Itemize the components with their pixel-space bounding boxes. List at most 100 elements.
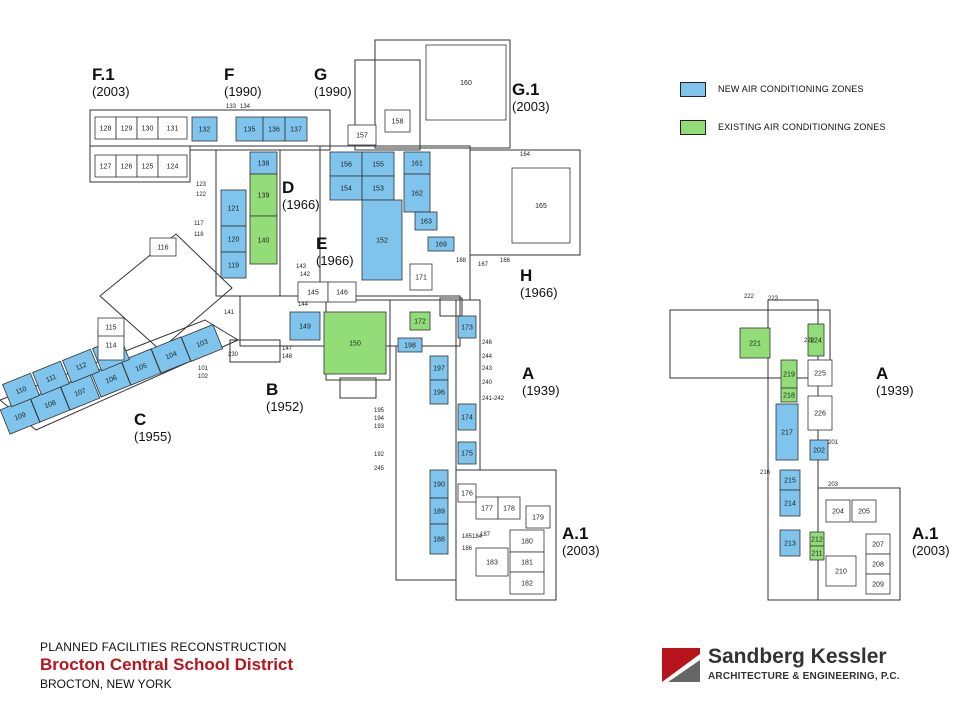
firm-subtitle: ARCHITECTURE & ENGINEERING, P.C.	[708, 671, 900, 682]
room-number: 175	[461, 451, 473, 458]
room-fill	[235, 116, 264, 142]
room-tag-102: 102	[198, 374, 209, 380]
wall-outline	[455, 469, 557, 601]
room-fill	[457, 403, 477, 431]
room-125: 125	[136, 154, 159, 178]
room-136: 136	[262, 116, 286, 142]
wall-outline	[374, 39, 511, 149]
room-140: 140	[249, 215, 278, 265]
room-number: 150	[349, 341, 361, 348]
room-tag-195: 195	[374, 408, 385, 414]
room-number: 163	[420, 219, 432, 226]
room-171: 171	[409, 263, 433, 291]
room-number: 107	[74, 387, 88, 398]
room-number: 152	[376, 238, 388, 245]
room-197: 197	[429, 355, 449, 381]
room-tag-230: 230	[228, 352, 239, 358]
room-212: 212	[809, 531, 825, 547]
room-188: 188	[429, 523, 449, 555]
room-207: 207	[865, 533, 891, 555]
room-number: 110	[15, 386, 28, 397]
wall-outline	[439, 297, 463, 317]
room-number: 127	[100, 164, 112, 171]
room-number: 121	[228, 206, 240, 213]
room-number: 140	[258, 238, 270, 245]
room-number: 155	[372, 162, 384, 169]
room-number: 158	[392, 119, 404, 126]
room-110: 110	[2, 372, 40, 408]
room-fill	[865, 573, 891, 595]
room-fill	[220, 225, 247, 253]
room-116: 116	[149, 237, 177, 257]
room-209: 209	[865, 573, 891, 595]
room-146: 146	[327, 281, 357, 303]
room-211: 211	[809, 545, 825, 561]
room-tag-168: 168	[456, 258, 467, 264]
room-204: 204	[825, 499, 851, 523]
room-number: 109	[14, 411, 28, 422]
room-fill	[191, 116, 218, 142]
room-tag-142: 142	[300, 272, 311, 278]
room-tag-216: 216	[760, 470, 771, 476]
wing-label-a1-second-floor: A.1(2003)	[912, 524, 950, 558]
legend-item-existing: EXISTING AIR CONDITIONING ZONES	[680, 118, 886, 136]
room-fill	[807, 359, 833, 387]
room-number: 157	[356, 133, 368, 140]
room-163: 163	[414, 211, 438, 231]
room-fill	[289, 311, 321, 341]
room-fill	[157, 116, 188, 140]
room-number: 178	[503, 506, 515, 513]
room-number: 119	[228, 263, 239, 270]
logo-mark-icon	[662, 648, 700, 682]
room-tag-184: 184	[472, 534, 483, 540]
room-fill	[457, 315, 477, 339]
legend-swatch-new	[680, 81, 706, 97]
room-fill	[329, 151, 363, 177]
wall-outline	[354, 59, 421, 151]
room-tag-147: 147	[282, 346, 293, 352]
room-number: 177	[481, 506, 493, 513]
room-number: 217	[781, 430, 793, 437]
room-number: 131	[167, 126, 179, 133]
room-fill	[425, 44, 507, 121]
wing-label-e: E(1966)	[316, 234, 354, 268]
legend: NEW AIR CONDITIONING ZONES EXISTING AIR …	[680, 80, 886, 156]
room-number: 135	[244, 127, 256, 134]
room-169: 169	[427, 236, 455, 252]
room-tag-240: 240	[482, 380, 493, 386]
room-145: 145	[297, 281, 329, 303]
room-225: 225	[807, 359, 833, 387]
room-198: 198	[397, 337, 423, 353]
room-number: 225	[814, 371, 826, 378]
room-fill	[157, 154, 188, 178]
room-fill	[220, 251, 247, 279]
room-205: 205	[851, 499, 877, 523]
room-tag-223: 223	[768, 296, 779, 302]
wall-outline	[469, 149, 581, 256]
room-number: 198	[404, 343, 416, 350]
room-226: 226	[807, 395, 833, 431]
room-179: 179	[525, 505, 551, 529]
room-112: 112	[62, 348, 100, 384]
room-number: 130	[142, 126, 154, 133]
room-162: 162	[403, 173, 431, 213]
room-number: 189	[433, 509, 445, 516]
wall-outline	[817, 487, 901, 601]
room-number: 128	[100, 126, 112, 133]
room-tag-220: 220	[804, 338, 815, 344]
room-number: 213	[784, 541, 796, 548]
room-number: 204	[832, 509, 844, 516]
room-173: 173	[457, 315, 477, 339]
room-fill	[851, 499, 877, 523]
room-tag-123: 123	[196, 182, 207, 188]
wall-outline	[89, 145, 191, 183]
room-217: 217	[775, 403, 799, 461]
room-tag-166: 166	[500, 258, 511, 264]
footer: PLANNED FACILITIES RECONSTRUCTION Brocto…	[40, 640, 293, 691]
room-number: 124	[167, 164, 179, 171]
room-number: 165	[535, 203, 547, 210]
room-number: 114	[105, 343, 116, 350]
